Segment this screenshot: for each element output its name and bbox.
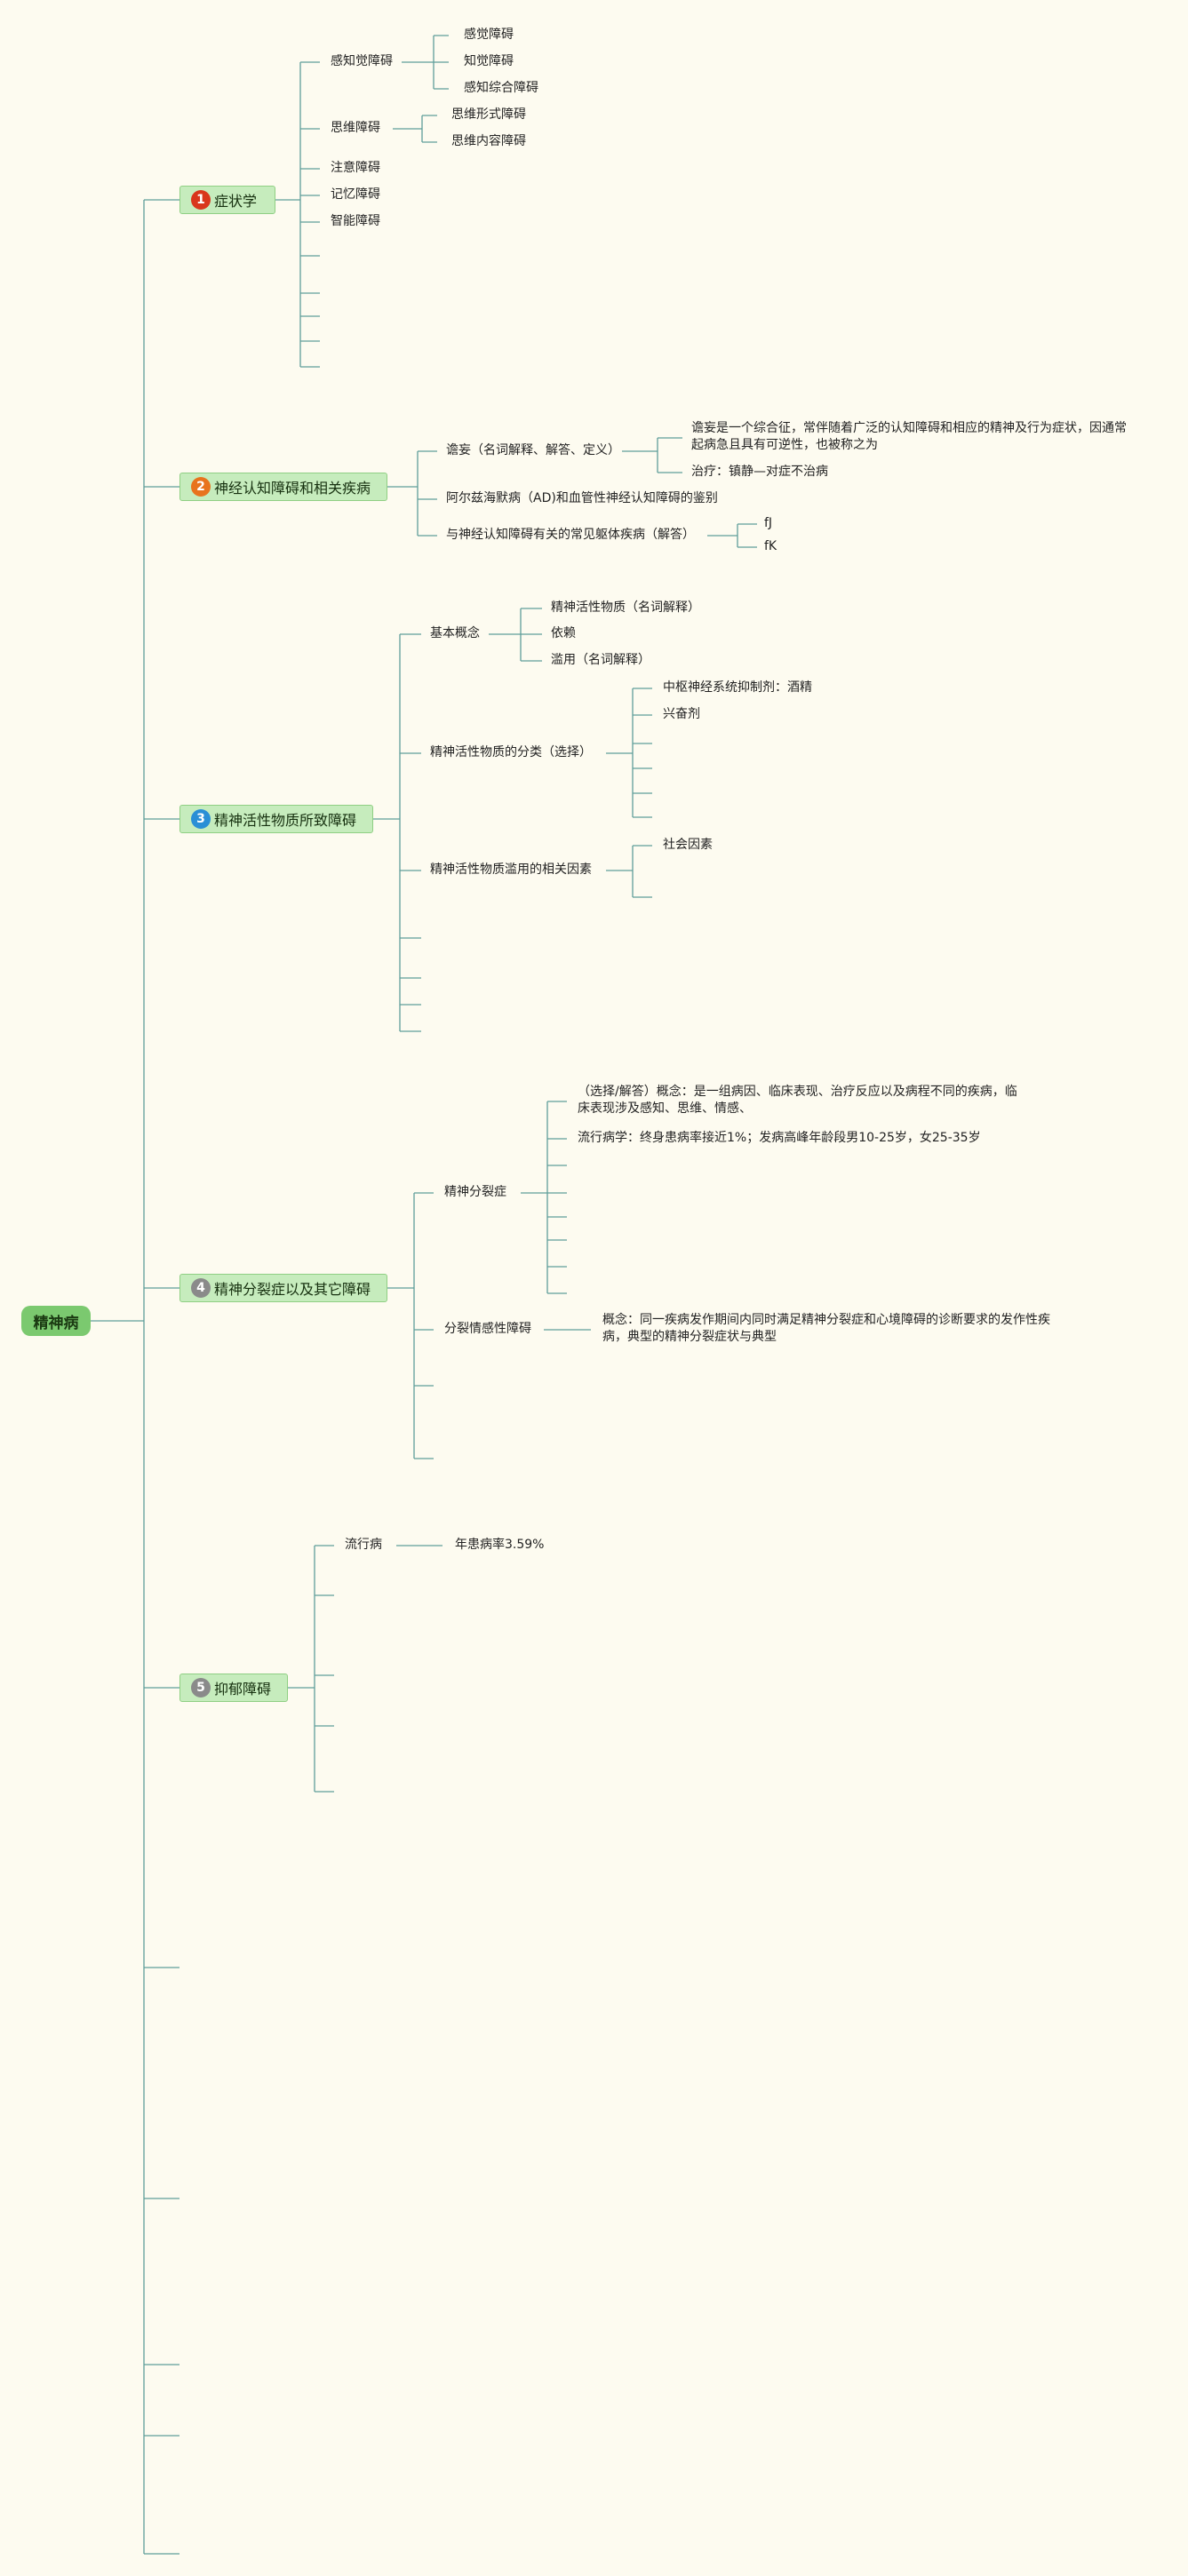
- topic-node[interactable]: 中枢神经系统抑制剂：酒精: [663, 680, 812, 695]
- topic-node[interactable]: 社会因素: [663, 838, 713, 852]
- topic-node[interactable]: 感觉障碍: [464, 28, 514, 42]
- topic-node[interactable]: 兴奋剂: [663, 707, 700, 721]
- branch-node-1[interactable]: 1 症状学: [179, 186, 275, 214]
- topic-node[interactable]: 年患病率3.59%: [455, 1538, 545, 1552]
- branch-label: 症状学: [214, 193, 258, 210]
- branch-label: 抑郁障碍: [214, 1681, 272, 1697]
- branch-label: 神经认知障碍和相关疾病: [214, 480, 371, 497]
- branch-label: 精神分裂症以及其它障碍: [214, 1281, 371, 1298]
- branch-node-2[interactable]: 2 神经认知障碍和相关疾病: [179, 473, 387, 501]
- topic-node[interactable]: 谵妄（名词解释、解答、定义）: [446, 443, 620, 457]
- branch-node-5[interactable]: 5 抑郁障碍: [179, 1674, 288, 1702]
- topic-node[interactable]: 阿尔兹海默病（AD)和血管性神经认知障碍的鉴别: [446, 491, 718, 505]
- topic-node[interactable]: 概念：同一疾病发作期间内同时满足精神分裂症和心境障碍的诊断要求的发作性疾病，典型…: [602, 1313, 1050, 1344]
- topic-node[interactable]: 流行病学：终身患病率接近1%；发病高峰年龄段男10-25岁，女25-35岁: [578, 1131, 981, 1145]
- topic-node[interactable]: 精神活性物质（名词解释）: [551, 600, 700, 615]
- topic-node[interactable]: 思维内容障碍: [451, 134, 526, 148]
- topic-node[interactable]: 精神活性物质滥用的相关因素: [430, 863, 592, 877]
- topic-node[interactable]: 精神活性物质的分类（选择）: [430, 745, 592, 759]
- branch-node-4[interactable]: 4 精神分裂症以及其它障碍: [179, 1274, 387, 1302]
- topic-node[interactable]: 谵妄是一个综合征，常伴随着广泛的认知障碍和相应的精神及行为症状，因通常起病急且具…: [691, 421, 1127, 452]
- topic-node[interactable]: 记忆障碍: [331, 187, 380, 202]
- number-badge: 5: [191, 1678, 211, 1697]
- topic-node[interactable]: 注意障碍: [331, 161, 380, 175]
- topic-node[interactable]: 感知觉障碍: [331, 54, 393, 68]
- topic-node[interactable]: 思维障碍: [331, 121, 380, 135]
- topic-node[interactable]: 知觉障碍: [464, 54, 514, 68]
- topic-node[interactable]: 滥用（名词解释）: [551, 653, 650, 667]
- branch-node-3[interactable]: 3 精神活性物质所致障碍: [179, 805, 373, 833]
- number-badge: 2: [191, 477, 211, 497]
- topic-node[interactable]: 智能障碍: [331, 214, 380, 228]
- topic-node[interactable]: 依赖: [551, 626, 576, 640]
- branch-label: 精神活性物质所致障碍: [214, 812, 357, 829]
- topic-node[interactable]: fJ: [764, 516, 773, 530]
- number-badge: 3: [191, 809, 211, 829]
- number-badge: 4: [191, 1278, 211, 1298]
- topic-node[interactable]: fK: [764, 539, 777, 553]
- topic-node[interactable]: 流行病: [345, 1538, 382, 1552]
- topic-node[interactable]: 治疗：镇静—对症不治病: [691, 465, 828, 479]
- root-node[interactable]: 精神病: [21, 1306, 91, 1336]
- topic-node[interactable]: 基本概念: [430, 626, 480, 640]
- topic-node[interactable]: 感知综合障碍: [464, 81, 538, 95]
- topic-node[interactable]: 与神经认知障碍有关的常见躯体疾病（解答）: [446, 528, 695, 542]
- topic-node[interactable]: 思维形式障碍: [451, 107, 526, 122]
- number-badge: 1: [191, 190, 211, 210]
- topic-node[interactable]: （选择/解答）概念：是一组病因、临床表现、治疗反应以及病程不同的疾病，临床表现涉…: [578, 1085, 1017, 1116]
- topic-node[interactable]: 精神分裂症: [444, 1185, 506, 1199]
- topic-node[interactable]: 分裂情感性障碍: [444, 1322, 531, 1336]
